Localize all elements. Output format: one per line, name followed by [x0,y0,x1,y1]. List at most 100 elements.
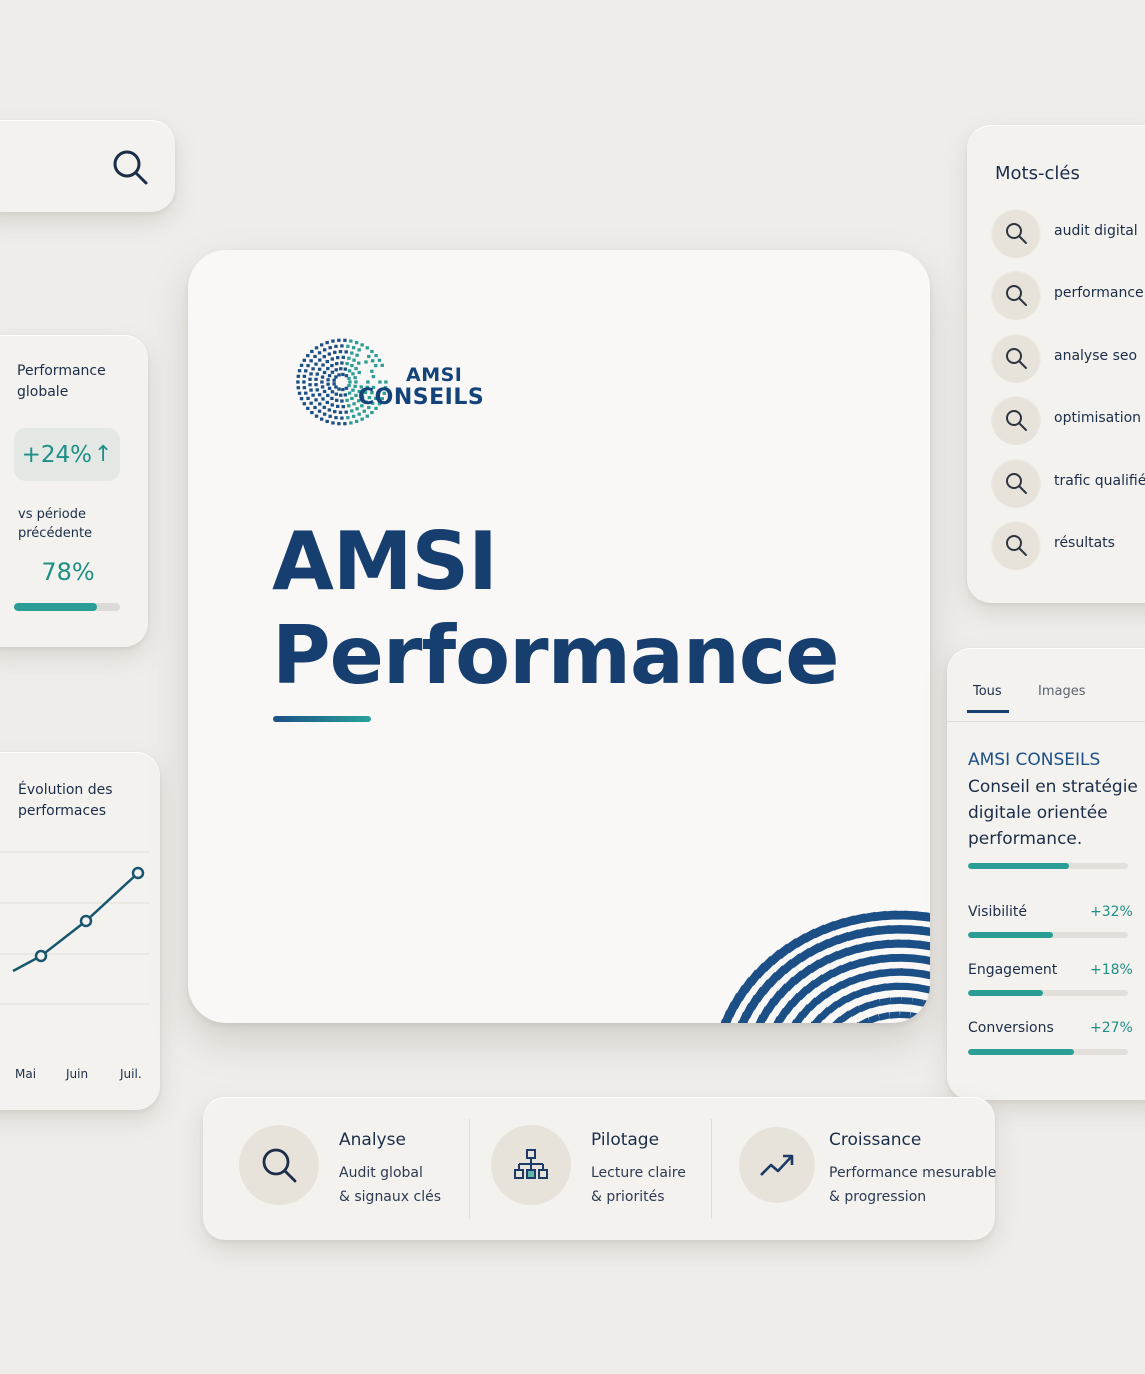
result-title-link[interactable]: AMSI CONSEILS [968,750,1100,770]
logo-globe-tile [352,359,355,362]
keyword-search-button[interactable] [991,395,1041,445]
logo-globe-tile [344,368,347,371]
keyword-search-button[interactable] [991,520,1041,570]
corner-globe-tile [901,997,912,1004]
x-tick-label: Juin [66,1067,88,1081]
logo-globe-tile [303,375,306,378]
description-progress-bar [968,863,1128,869]
globe-logo-icon [294,330,394,435]
search-box[interactable] [0,120,175,212]
feature-analyse: Analyse Audit global & signaux clés [239,1097,469,1240]
keyword-item[interactable]: trafic qualifié [991,458,1145,508]
logo-globe-tile [316,388,319,391]
logo-globe-tile [323,406,326,409]
keyword-item[interactable]: analyse seo [991,333,1145,383]
logo-globe-tile [326,367,329,370]
feature-croissance: Croissance Performance mesurable & progr… [739,1097,989,1240]
metric-progress-bar [968,990,1128,996]
keyword-search-button[interactable] [991,208,1041,258]
search-icon [1004,533,1028,557]
keyword-label: performance [1054,285,1144,301]
divider [711,1119,712,1219]
feature-desc-line: Lecture claire [591,1161,686,1185]
metric-label: Visibilité [968,904,1027,920]
performance-card: Performance globale +24% ↑ vs période pr… [0,335,148,647]
logo-globe-tile [309,388,312,391]
corner-globe-tile [880,997,892,1006]
data-point [81,916,91,926]
logo-globe-tile [355,354,358,357]
logo-globe-tile [323,413,326,416]
keyword-item[interactable]: audit digital [991,208,1145,258]
logo-globe-tile [351,389,354,392]
features-strip: Analyse Audit global & signaux clés Pilo… [203,1097,995,1240]
tab-divider [947,721,1145,722]
logo-globe-tile [326,401,329,404]
keyword-search-button[interactable] [991,458,1041,508]
logo-globe-tile [345,374,348,377]
keyword-label: audit digital [1054,223,1138,239]
performance-change-badge: +24% ↑ [14,428,120,481]
search-icon [1004,221,1028,245]
keyword-item[interactable]: optimisation [991,395,1145,445]
logo-globe-tile [325,420,328,423]
logo-globe-tile [336,356,339,359]
keyword-item[interactable]: résultats [991,520,1145,570]
corner-globe-tile [920,1014,930,1023]
logo-globe-tile [355,341,358,344]
logo-globe-tile [302,380,305,383]
logo-globe-tile [331,390,334,393]
logo-globe-tile [333,351,336,354]
logo-globe-tile [371,359,374,362]
logo-globe-tile [370,370,373,373]
feature-icon-badge [491,1125,571,1205]
logo-globe-tile [347,384,350,387]
logo-globe-tile [343,422,346,425]
logo-globe-tile [334,385,337,388]
logo-globe-tile [323,348,326,351]
logo-globe-tile [300,364,303,367]
search-icon [1004,471,1028,495]
logo-globe-tile [349,339,352,342]
logo-globe-tile [314,398,317,401]
logo-globe-tile [350,364,353,367]
feature-description: Performance mesurable & progression [829,1161,996,1209]
logo-globe-tile [314,383,317,386]
logo-globe-tile [337,373,340,376]
logo-globe-tile [341,373,344,376]
logo-globe-tile [358,371,361,374]
corner-globe-tile [920,926,930,936]
corner-globe-tile [921,970,930,980]
tab-images[interactable]: Images [1038,684,1086,699]
logo-globe-tile [351,372,354,375]
logo-globe-tile [344,350,347,353]
logo-globe-tile [332,379,335,382]
keyword-search-button[interactable] [991,333,1041,383]
logo-globe-tile [323,355,326,358]
logo-globe-tile [374,364,377,367]
metric-value: +18% [1090,962,1128,978]
logo-globe-tile [337,388,340,391]
metric-progress-bar [968,1049,1128,1055]
logo-globe-tile [315,346,318,349]
keyword-item[interactable]: performance [991,270,1145,320]
logo-globe-tile [330,397,333,400]
logo-globe-tile [321,385,324,388]
keyword-label: trafic qualifié [1054,473,1145,489]
evolution-chart [0,847,150,1047]
logo-globe-tile [333,410,336,413]
trending-up-icon [757,1145,797,1185]
search-icon[interactable] [110,147,150,187]
logo-globe-tile [314,363,317,366]
keyword-search-button[interactable] [991,270,1041,320]
logo-globe-tile [328,352,331,355]
logo-globe-tile [352,402,355,405]
logo-globe-tile [328,374,331,377]
amsi-logo: AMSI CONSEILS [294,330,504,440]
logo-globe-tile [326,378,329,381]
logo-globe-tile [313,406,316,409]
corner-globe-tile [869,999,881,1009]
logo-globe-tile [331,339,334,342]
logo-globe-tile [304,392,307,395]
tab-tous[interactable]: Tous [973,684,1002,699]
